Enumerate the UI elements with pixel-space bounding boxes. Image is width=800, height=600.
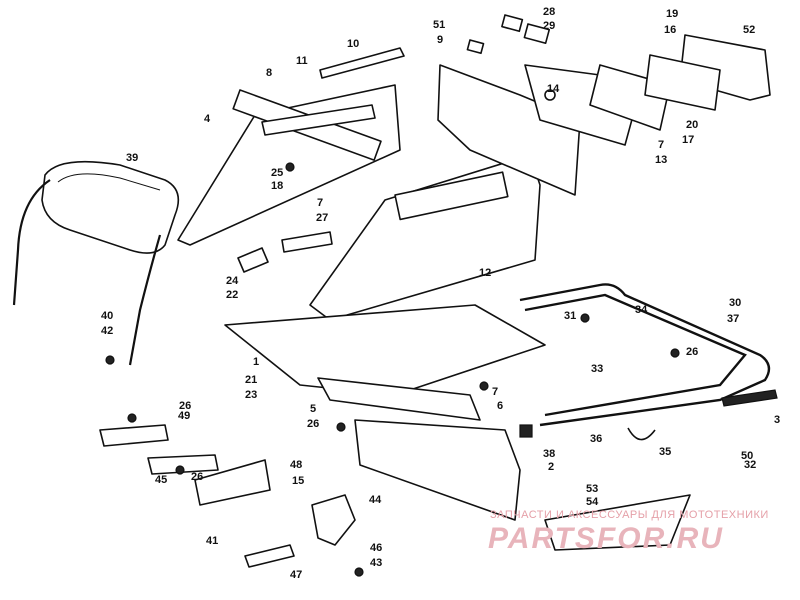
callout-label: 44 (369, 494, 382, 506)
callout-label: 8 (266, 67, 272, 79)
reflector-strip-3 (721, 389, 778, 407)
callout-label: 46 (370, 542, 382, 554)
watermark-tagline: ЗАПЧАСТИ И АКСЕССУАРЫ ДЛЯ МОТОТЕХНИКИ (490, 509, 769, 521)
hinge-block (237, 247, 269, 273)
callout-label: 20 (686, 119, 698, 131)
callout-label: 35 (659, 446, 671, 458)
lower-rail (317, 377, 521, 521)
callout-label: 2 (548, 461, 554, 473)
floor-panel (224, 304, 546, 396)
callout-label: 26 (686, 346, 698, 358)
callout-label: 4 (204, 113, 211, 125)
callout-label: 26 (179, 400, 191, 412)
callout-label: 15 (292, 475, 304, 487)
callout-label: 6 (497, 400, 503, 412)
callout-label: 52 (743, 24, 755, 36)
callout-label: 5 (310, 403, 316, 415)
callout-label: 32 (744, 459, 756, 471)
callout-label: 22 (226, 289, 238, 301)
callout-label: 41 (206, 535, 218, 547)
callout-label: 50 (741, 450, 753, 462)
callout-label: 17 (682, 134, 694, 146)
light-lens-frame (644, 34, 771, 111)
callout-label: 7 (492, 386, 498, 398)
hook-35 (627, 427, 656, 441)
callout-label: 47 (290, 569, 302, 581)
callout-label: 26 (307, 418, 319, 430)
watermark-logo: PARTSFOR.RU (488, 522, 724, 555)
callout-label: 24 (226, 275, 239, 287)
callout-label: 31 (564, 310, 576, 322)
callout-labels: 1 2 3 4 5 6 7 7 7 8 9 10 11 12 13 14 15 … (101, 6, 780, 581)
callout-label: 13 (655, 154, 667, 166)
callout-label: 1 (253, 356, 259, 368)
callout-label: 33 (591, 363, 603, 375)
fasteners (105, 162, 680, 577)
callout-label: 7 (658, 139, 664, 151)
callout-label: 7 (317, 197, 323, 209)
callout-label: 54 (586, 496, 599, 508)
callout-label: 3 (774, 414, 780, 426)
callout-label: 21 (245, 374, 257, 386)
callout-label: 10 (347, 38, 359, 50)
callout-label: 39 (126, 152, 138, 164)
bracket-49 (99, 424, 169, 447)
rear-panel (437, 64, 581, 196)
callout-label: 18 (271, 180, 283, 192)
trim-strip (319, 47, 405, 79)
plate-53 (544, 494, 691, 551)
hinge-48 (194, 459, 271, 506)
callout-label: 40 (101, 310, 113, 322)
callout-label: 19 (666, 8, 678, 20)
watermark: ЗАПЧАСТИ И АКСЕССУАРЫ ДЛЯ МОТОТЕХНИКИ PA… (488, 509, 769, 555)
callout-label: 49 (178, 410, 190, 422)
handle-47 (244, 544, 295, 568)
callout-label: 51 (433, 19, 445, 31)
callout-label: 45 (155, 474, 167, 486)
latch-44 (311, 494, 356, 546)
callout-label: 25 (271, 167, 283, 179)
callout-label: 36 (590, 433, 602, 445)
mount-bracket-27 (281, 231, 333, 253)
callout-label: 37 (727, 313, 739, 325)
center-side-panel (309, 154, 541, 321)
callout-label: 23 (245, 389, 257, 401)
callout-label: 12 (479, 267, 491, 279)
reflector-51 (466, 39, 485, 55)
backrest-frame (12, 179, 162, 366)
backrest-pad (41, 160, 180, 254)
callout-label: 48 (290, 459, 302, 471)
callout-label: 26 (191, 471, 203, 483)
bracket-26 (147, 454, 219, 475)
callout-label: 14 (547, 83, 560, 95)
reflector-28 (501, 14, 524, 33)
callout-label: 11 (296, 55, 308, 67)
callout-label: 43 (370, 557, 382, 569)
callout-label: 28 (543, 6, 555, 18)
frame-rail (519, 283, 771, 427)
callout-label: 53 (586, 483, 598, 495)
callout-label: 42 (101, 325, 113, 337)
callout-label: 9 (437, 34, 443, 46)
callout-label: 30 (729, 297, 741, 309)
reflector-29 (523, 23, 551, 45)
callout-label: 38 (543, 448, 555, 460)
callout-label: 27 (316, 212, 328, 224)
callout-label: 34 (635, 304, 648, 316)
callout-label: 16 (664, 24, 676, 36)
callout-label: 29 (543, 20, 555, 32)
